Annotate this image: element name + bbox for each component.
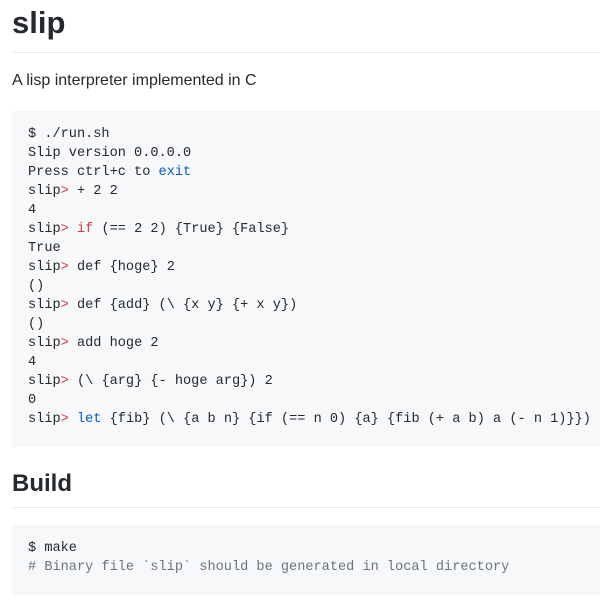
command-text: def {add} (\ {x y} {+ x y}) — [68, 298, 298, 313]
prompt: slip — [28, 222, 61, 237]
prompt-symbol: > — [60, 298, 69, 313]
code-line: Slip version 0.0.0.0 — [28, 146, 192, 161]
code-line: slip> (\ {arg} {- hoge arg}) 2 — [28, 372, 600, 391]
prompt-symbol: > — [60, 222, 69, 237]
project-description: A lisp interpreter implemented in C — [12, 72, 257, 89]
prompt-symbol: > — [60, 260, 69, 275]
prompt: slip — [28, 336, 61, 351]
build-pre: $ make # Binary file `slip` should be gen… — [12, 525, 600, 577]
code-line: Press ctrl+c to exit — [28, 163, 600, 182]
prompt-symbol: > — [60, 336, 69, 351]
command-text: (\ {arg} {- hoge arg}) 2 — [68, 374, 273, 389]
prompt: slip — [28, 374, 61, 389]
prompt-symbol: > — [60, 412, 69, 427]
code-keyword: if — [76, 222, 94, 237]
code-line: slip> add hoge 2 — [28, 334, 600, 353]
build-divider — [12, 507, 600, 508]
code-line: 4 — [28, 203, 37, 218]
code-line: () — [28, 279, 45, 294]
code-line: slip> if (== 2 2) {True} {False} — [28, 220, 600, 239]
code-comment: # Binary file `slip` should be generated… — [28, 560, 510, 575]
code-keyword: exit — [158, 165, 192, 180]
code-line: slip> let {fib} (\ {a b n} {if (== n 0) … — [28, 410, 600, 429]
code-line: slip> + 2 2 — [28, 182, 600, 201]
build-heading: Build — [12, 470, 72, 497]
page-title: slip — [12, 5, 66, 40]
prompt: slip — [28, 260, 61, 275]
prompt: slip — [28, 298, 61, 313]
code-line: 0 — [28, 393, 37, 408]
code-keyword: let — [76, 412, 102, 427]
code-line: $ make — [28, 541, 77, 556]
command-text: {fib} (\ {a b n} {if (== n 0) {a} {fib (… — [101, 412, 591, 427]
code-line: () — [28, 317, 45, 332]
code-line: True — [28, 241, 61, 256]
code-line: slip> def {hoge} 2 — [28, 258, 600, 277]
prompt: slip — [28, 184, 61, 199]
title-divider — [12, 52, 600, 53]
code-line: $ ./run.sh — [28, 127, 110, 142]
code-line: slip> def {add} (\ {x y} {+ x y}) — [28, 296, 600, 315]
command-text: def {hoge} 2 — [68, 260, 175, 275]
build-code-block: $ make # Binary file `slip` should be gen… — [12, 525, 600, 595]
command-text: (== 2 2) {True} {False} — [93, 222, 290, 237]
prompt-symbol: > — [60, 184, 69, 199]
prompt-symbol: > — [60, 374, 69, 389]
prompt: slip — [28, 412, 61, 427]
command-text: add hoge 2 — [68, 336, 159, 351]
code-text: Press ctrl+c to — [28, 165, 159, 180]
command-text: + 2 2 — [68, 184, 118, 199]
code-line: 4 — [28, 355, 37, 370]
